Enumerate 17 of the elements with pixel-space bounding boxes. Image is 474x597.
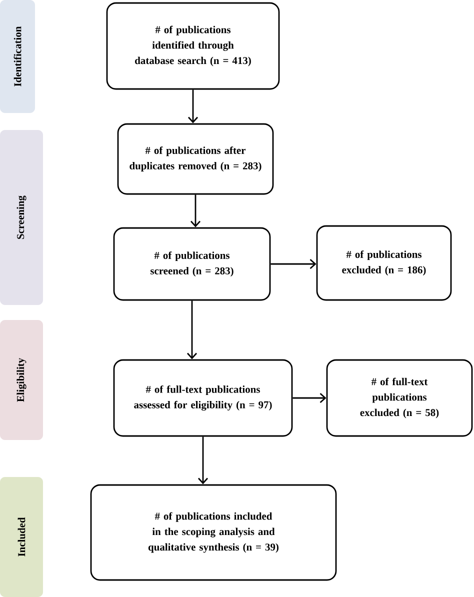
- process-box: # of publications excluded (n = 186): [316, 225, 452, 301]
- arrow: [292, 392, 326, 403]
- stage-band: Included: [0, 477, 43, 597]
- stage-band: Screening: [0, 130, 43, 305]
- process-box: # of full-text publications assessed for eligibility (n = 97): [113, 359, 293, 437]
- process-box: # of publications after duplicates removed (n = 283): [117, 123, 274, 195]
- arrow: [198, 436, 208, 484]
- arrow: [188, 90, 198, 124]
- process-box: # of publications identified through database search (n = 413): [106, 2, 280, 90]
- arrow: [190, 194, 201, 228]
- arrow: [186, 300, 198, 360]
- stage-band: Identification: [0, 0, 35, 113]
- process-box: # of full-text publications excluded (n = 58): [326, 359, 473, 437]
- process-box: # of publications included in the scoping analysis and qualitative synthesis (n = 39): [90, 484, 337, 581]
- process-box: # of publications screened (n = 283): [113, 227, 271, 301]
- stage-band: Eligibility: [0, 320, 43, 440]
- arrow: [270, 258, 316, 270]
